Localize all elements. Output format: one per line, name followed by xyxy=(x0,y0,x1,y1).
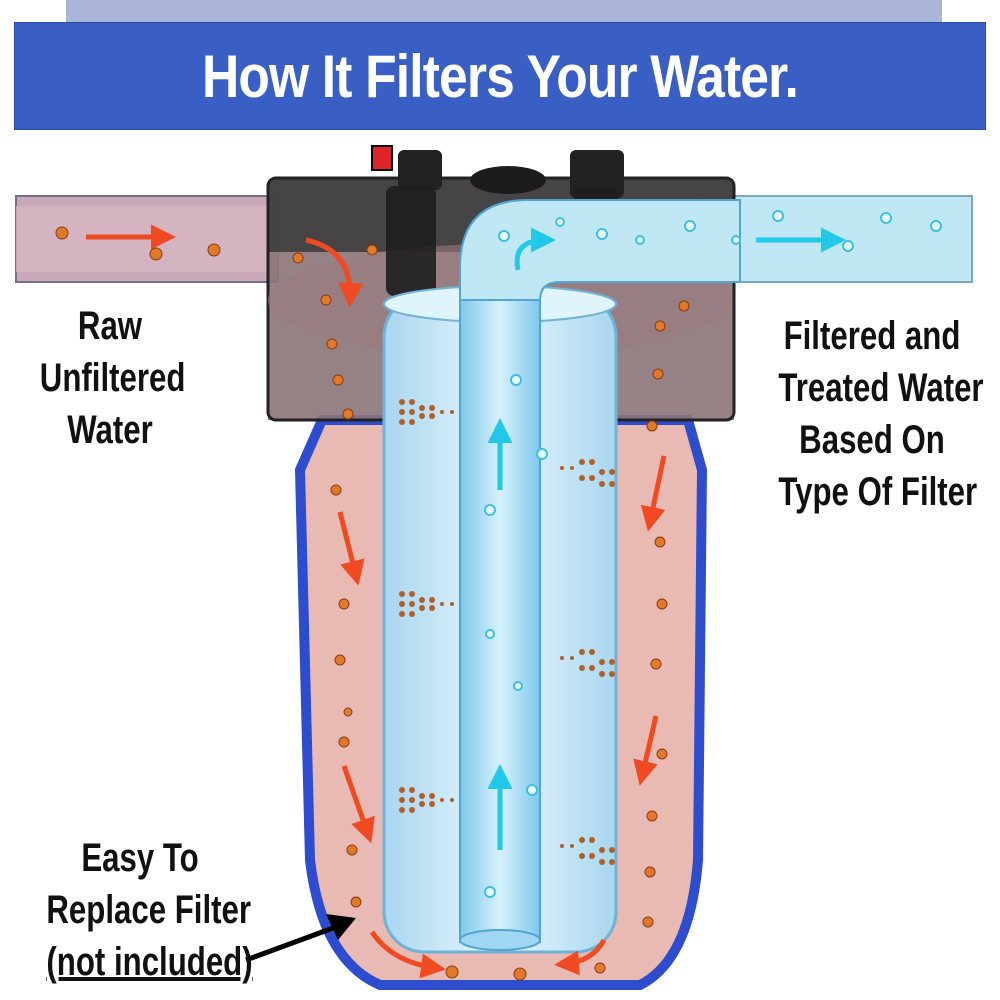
inlet-port xyxy=(386,150,442,296)
filtered-line-1: Filtered and xyxy=(783,314,961,358)
replace-filter-label: Easy To Replace Filter (not included) xyxy=(20,832,260,988)
banner-top-edge xyxy=(66,0,942,22)
center-core-tube xyxy=(459,299,541,951)
replace-line-2: Replace Filter xyxy=(46,888,252,932)
filtered-water-label: Filtered and Treated Water Based On Type… xyxy=(752,310,992,518)
page-title: How It Filters Your Water. xyxy=(201,42,799,110)
title-banner: How It Filters Your Water. xyxy=(14,22,986,130)
replace-line-1: Easy To xyxy=(81,836,199,880)
outlet-elbow-pipe xyxy=(459,199,741,301)
clean-water-bubbles xyxy=(484,210,942,898)
raw-water-label: Raw Unfiltered Water xyxy=(20,300,200,456)
dirty-flow-arrows xyxy=(86,224,667,979)
clean-flow-arrows xyxy=(487,227,846,850)
replace-line-3: (not included) xyxy=(46,940,253,984)
raw-line-2: Unfiltered xyxy=(39,356,186,400)
filtered-line-3: Based On xyxy=(799,418,945,462)
trapped-particle-clusters xyxy=(399,399,615,865)
raw-line-3: Water xyxy=(67,408,153,452)
pressure-release-button[interactable] xyxy=(371,145,393,171)
raw-line-1: Raw xyxy=(77,304,143,348)
replace-pointer-arrow xyxy=(245,914,356,963)
mounting-bolt xyxy=(470,166,546,194)
filtered-line-4: Type Of Filter xyxy=(778,470,978,514)
filtered-line-2: Treated Water xyxy=(778,366,984,410)
contaminant-particles xyxy=(55,226,690,981)
